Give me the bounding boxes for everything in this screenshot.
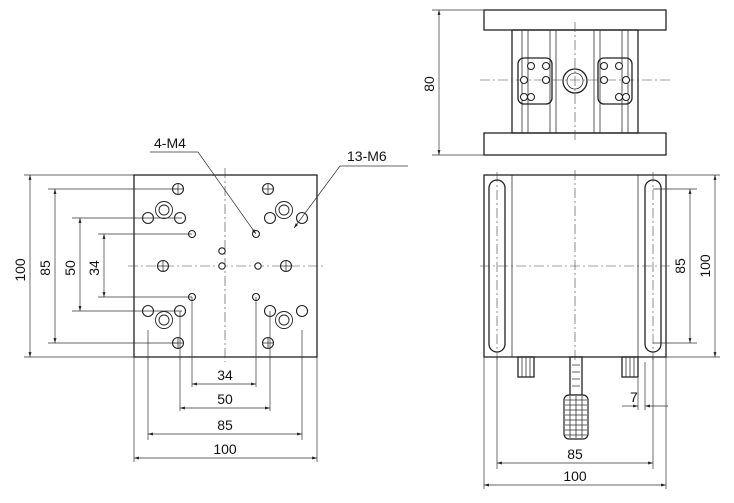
top-view-vertical-dimensions: 100 85 50 34	[12, 174, 192, 358]
m6-hole	[263, 211, 277, 225]
counterbore-ring	[155, 201, 173, 219]
counterbore-ring	[158, 314, 170, 326]
micrometer-barrel	[569, 356, 583, 396]
dim-label-85: 85	[37, 260, 53, 276]
counterbore-ring	[275, 311, 293, 329]
dim-label-50: 50	[62, 260, 78, 276]
counterbore-ring	[155, 311, 173, 329]
dim-label-85: 85	[672, 258, 688, 274]
m6-callout-label: 13-M6	[347, 148, 387, 164]
front-view-center-bore-inner	[566, 72, 584, 90]
m6-callout-leader	[293, 165, 408, 229]
counterbore-ring	[278, 314, 290, 326]
front-view-left-lock-block	[517, 57, 553, 105]
side-view: 85 100 7 85 100	[480, 170, 720, 489]
front-view-right-lock-block	[597, 57, 633, 105]
center-hole	[218, 262, 226, 270]
front-view: 80	[421, 9, 670, 156]
counterbore-ring	[275, 201, 293, 219]
dim-label-100: 100	[697, 254, 713, 278]
dim-label-80: 80	[421, 76, 437, 92]
center-hole	[254, 262, 262, 270]
micrometer-knurl	[565, 396, 587, 438]
dim-label-34: 34	[217, 367, 233, 383]
top-view: 4-M4 13-M6 100 85 50 34 34 50 85 100	[12, 135, 408, 462]
dim-label-85: 85	[217, 417, 233, 433]
dim-label-7: 7	[630, 389, 638, 405]
m4-hole	[251, 229, 261, 239]
m6-hole	[295, 304, 309, 318]
m4-callout-leader	[150, 151, 257, 235]
dim-label-85: 85	[567, 446, 583, 462]
top-view-horizontal-dimensions: 34 50 85 100	[133, 297, 318, 462]
dim-label-34: 34	[86, 260, 102, 276]
dim-label-100: 100	[213, 441, 237, 457]
m4-callout-label: 4-M4	[154, 135, 186, 151]
dim-label-50: 50	[217, 391, 233, 407]
counterbore-ring	[158, 204, 170, 216]
dim-label-100: 100	[12, 258, 28, 282]
center-hole	[218, 247, 226, 255]
front-view-center-bore	[562, 68, 588, 94]
dim-label-100: 100	[563, 468, 587, 484]
counterbore-ring	[278, 204, 290, 216]
